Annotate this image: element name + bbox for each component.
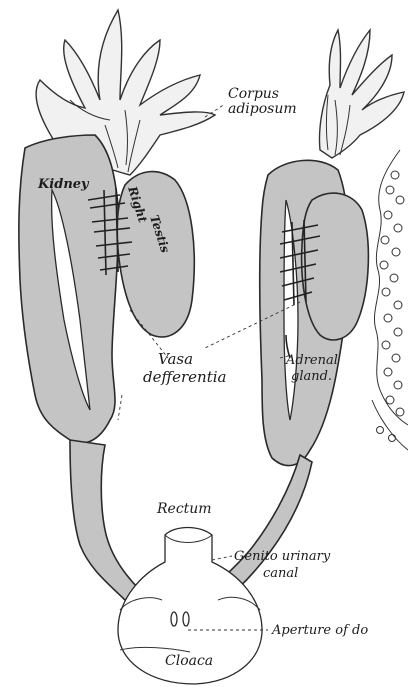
- canal-label: canal: [263, 566, 298, 581]
- aperture-label: Aperture of do: [271, 623, 368, 638]
- gland-label: gland.: [291, 369, 332, 384]
- genito-urinary-label: Genito urinary: [234, 549, 331, 564]
- kidney-label: Kidney: [37, 177, 90, 192]
- cloaca-label: Cloaca: [165, 653, 213, 669]
- right-corpus-adiposum: [319, 30, 404, 158]
- fat-cells-cluster: [372, 150, 408, 450]
- defferentia-label: defferentia: [143, 368, 226, 386]
- corpus-adiposum-label-2: adiposum: [228, 101, 297, 117]
- rectum-label: Rectum: [156, 501, 212, 517]
- adrenal-label: Adrenal: [285, 353, 338, 368]
- left-testis-organ: [302, 193, 369, 340]
- vasa-label: Vasa: [158, 350, 193, 368]
- corpus-adiposum-label-1: Corpus: [228, 86, 279, 102]
